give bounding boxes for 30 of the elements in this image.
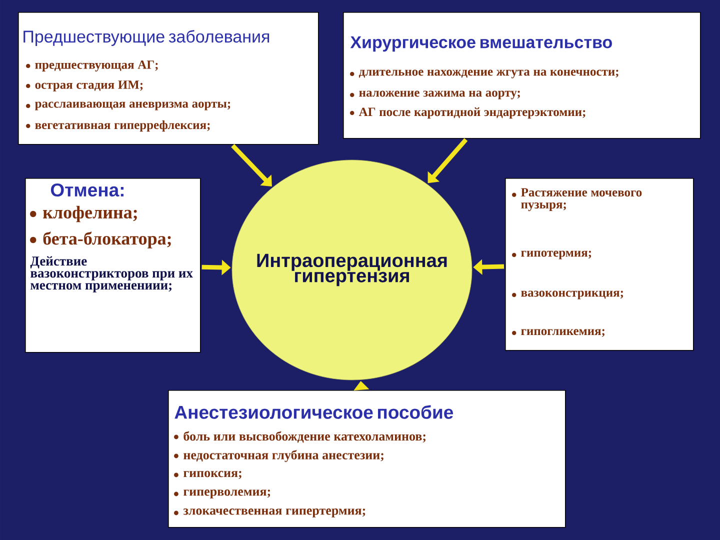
bullet-item: клофелина; <box>30 206 137 222</box>
bullet-item: вазоконстрикция; <box>512 290 623 300</box>
box-heading: Отмена: <box>50 183 124 197</box>
bullet-item: гипогликемия; <box>512 329 604 337</box>
text-box <box>168 390 566 528</box>
text-box <box>18 12 319 145</box>
box-heading: Предшествующие заболевания <box>24 30 270 46</box>
bullet-item: расслаивающая аневризма аорты; <box>26 102 230 110</box>
bullet-item: гиперволемия; <box>174 490 270 498</box>
bullet-item: длительное нахождение жгута на конечности; <box>350 70 618 78</box>
bullet-item: гипоксия; <box>174 470 242 480</box>
arrow <box>428 138 468 184</box>
bullet-item: боль или высвобождение катехоламинов; <box>174 431 426 443</box>
arrow <box>231 144 272 186</box>
bullet-item: Растяжение мочевого пузыря; <box>512 188 642 212</box>
note-text: Действие вазоконстрикторов при их местном применениии; <box>30 256 193 292</box>
box-heading: Анестезиологическое пособие <box>174 405 454 419</box>
bullet-item: острая стадия ИМ; <box>26 80 143 92</box>
bullet-item: АГ после каротидной эндартерэктомии; <box>350 107 586 119</box>
bullet-item: недостаточная глубина анестезии; <box>174 450 384 462</box>
bullet-item: злокачественная гипертермия; <box>174 508 366 518</box>
box-heading: Хирургическое вмешательство <box>350 36 612 52</box>
bullet-item: наложение зажима на аорту; <box>350 90 520 100</box>
text-box <box>343 12 701 139</box>
bullet-item: вегетативная гиперрефлексия; <box>26 120 210 132</box>
bullet-item: бета-блокатора; <box>30 232 171 248</box>
text-box <box>25 178 201 353</box>
text-box <box>505 178 694 351</box>
bullet-item: гипотермия; <box>512 250 592 260</box>
bullet-item: предшествующая АГ; <box>26 60 158 72</box>
